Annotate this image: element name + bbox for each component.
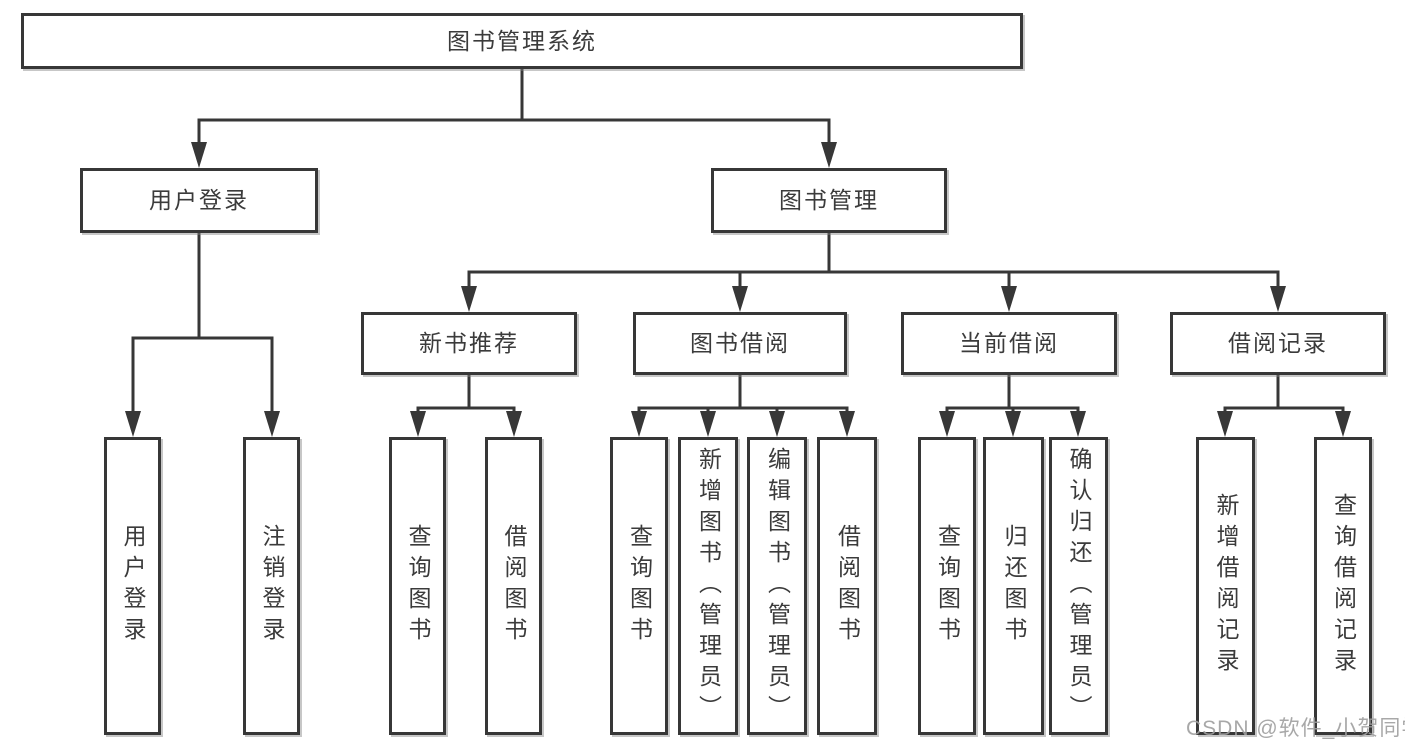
leaf-label: 用户登录 — [120, 524, 146, 648]
node-label: 图书管理 — [779, 187, 879, 213]
leaf-label: 注销登录 — [259, 524, 285, 648]
leaf-label: 查询图书 — [405, 524, 431, 648]
node-new-book-recommendation: 新书推荐 — [361, 312, 577, 375]
leaf-label: 借阅图书 — [501, 524, 527, 648]
leaf-recommend-borrow-books: 借阅图书 — [485, 437, 542, 735]
csdn-watermark: CSDN @软件_小贺同学 — [1186, 717, 1405, 740]
leaf-query-borrowing-record: 查询借阅记录 — [1314, 437, 1372, 735]
node-borrowing-records: 借阅记录 — [1170, 312, 1386, 375]
leaf-label: 查询图书 — [934, 524, 961, 648]
leaf-label: 查询借阅记录 — [1330, 493, 1357, 679]
leaf-user-login: 用户登录 — [104, 437, 161, 735]
leaf-add-books-admin: 新增图书（管理员） — [678, 437, 738, 735]
leaf-add-borrowing-record: 新增借阅记录 — [1196, 437, 1255, 735]
node-label: 图书管理系统 — [447, 27, 597, 54]
node-current-borrowing: 当前借阅 — [901, 312, 1117, 375]
leaf-label: 归还图书 — [1001, 524, 1027, 648]
node-label: 当前借阅 — [959, 330, 1059, 356]
leaf-borrowing-query-books: 查询图书 — [610, 437, 668, 735]
node-label: 用户登录 — [149, 187, 249, 213]
node-label: 图书借阅 — [690, 330, 790, 356]
leaf-borrow-books: 借阅图书 — [817, 437, 877, 735]
leaf-recommend-query-books: 查询图书 — [389, 437, 446, 735]
leaf-label: 确认归还（管理员） — [1066, 446, 1092, 726]
leaf-label: 新增借阅记录 — [1213, 493, 1239, 679]
arrowheads — [125, 142, 1351, 437]
node-label: 新书推荐 — [419, 330, 519, 356]
node-user-login: 用户登录 — [80, 168, 318, 233]
node-book-borrowing: 图书借阅 — [633, 312, 847, 375]
node-book-management: 图书管理 — [711, 168, 947, 233]
leaf-confirm-return-admin: 确认归还（管理员） — [1049, 437, 1108, 735]
leaf-return-books: 归还图书 — [983, 437, 1044, 735]
leaf-label: 查询图书 — [626, 524, 653, 648]
leaf-label: 借阅图书 — [834, 524, 861, 648]
leaf-label: 新增图书（管理员） — [695, 446, 722, 726]
node-library-management-system: 图书管理系统 — [21, 13, 1023, 69]
leaf-label: 编辑图书（管理员） — [764, 446, 791, 726]
leaf-edit-books-admin: 编辑图书（管理员） — [747, 437, 807, 735]
node-label: 借阅记录 — [1228, 330, 1328, 356]
leaf-current-query-books: 查询图书 — [918, 437, 976, 735]
leaf-logout: 注销登录 — [243, 437, 300, 735]
